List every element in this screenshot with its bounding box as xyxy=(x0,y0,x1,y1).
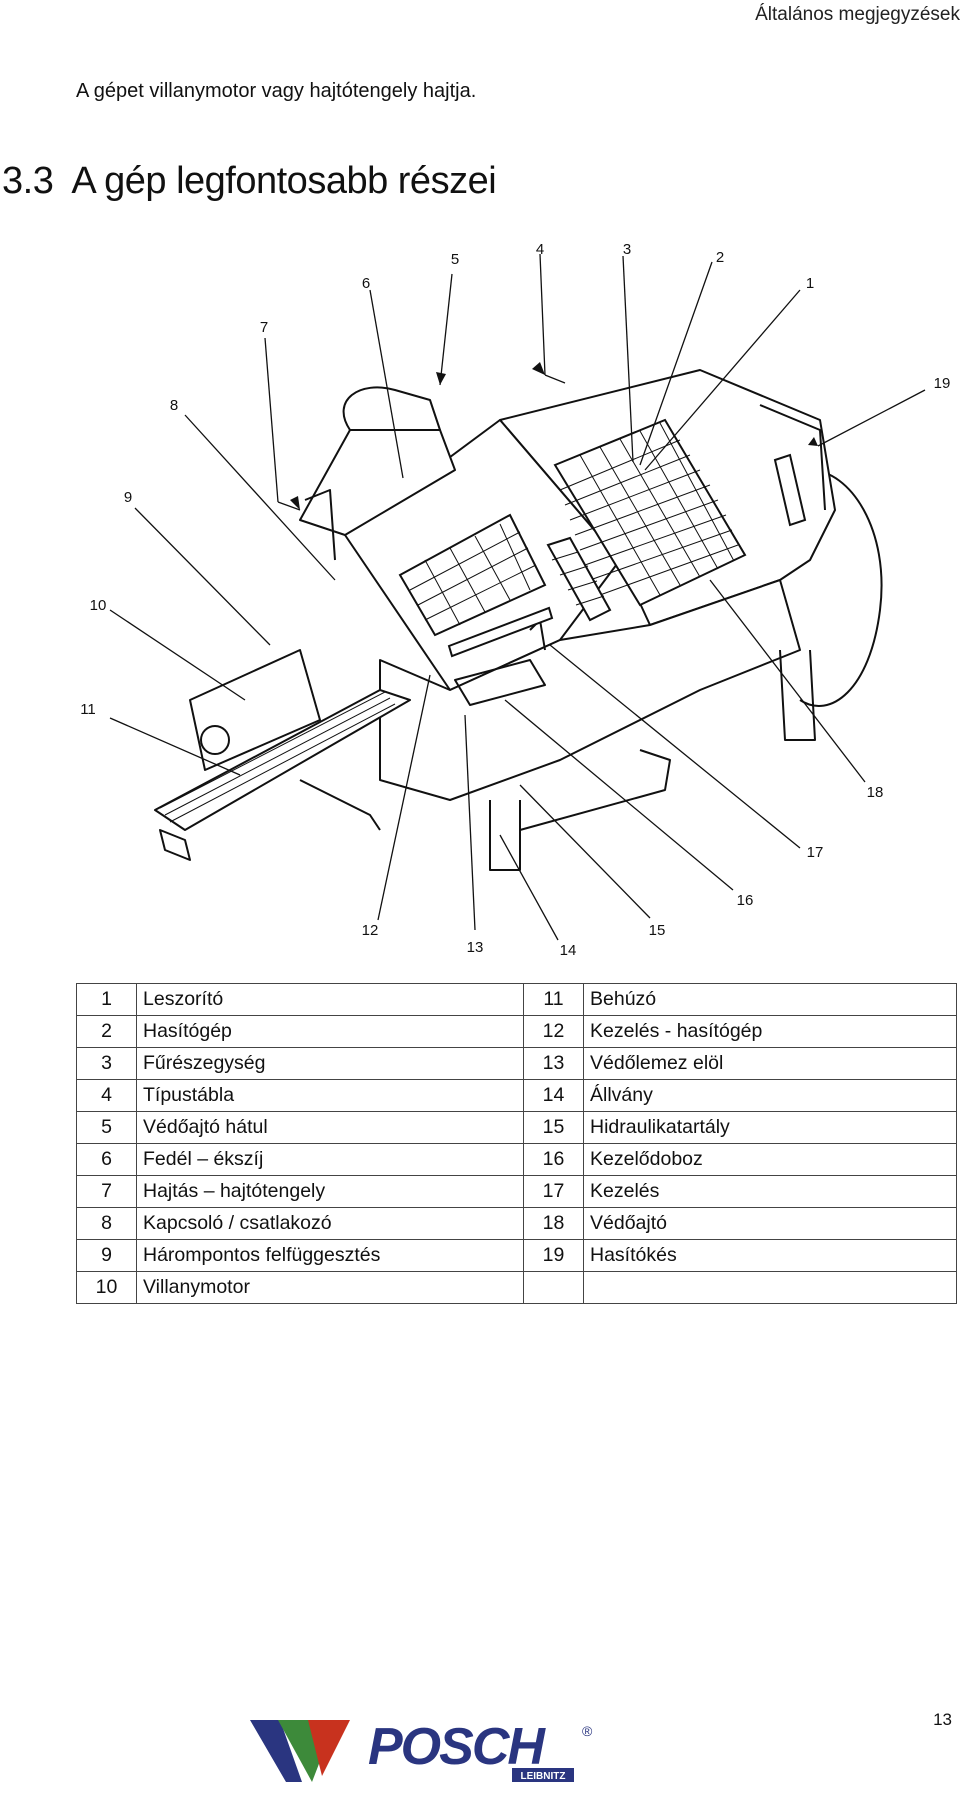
callout-8: 8 xyxy=(170,397,178,414)
page-number: 13 xyxy=(933,1710,952,1729)
part-name: Kezelés xyxy=(583,1175,957,1208)
part-number: 15 xyxy=(523,1111,584,1144)
part-name: Fűrészegység xyxy=(136,1047,524,1080)
part-name: Hasítókés xyxy=(583,1239,957,1272)
part-number: 19 xyxy=(523,1239,584,1272)
part-number: 13 xyxy=(523,1047,584,1080)
part-name: Behúzó xyxy=(583,983,957,1016)
callout-19: 19 xyxy=(934,375,951,392)
part-name: Kezelődoboz xyxy=(583,1143,957,1176)
part-name: Hárompontos felfüggesztés xyxy=(136,1239,524,1272)
part-name: Védőlemez elöl xyxy=(583,1047,957,1080)
part-number: 7 xyxy=(76,1175,137,1208)
callout-13: 13 xyxy=(467,939,484,956)
part-name: Kapcsoló / csatlakozó xyxy=(136,1207,524,1240)
callout-17: 17 xyxy=(807,844,824,861)
machine-diagram: 1 2 3 4 5 6 7 8 9 10 11 12 13 14 15 16 1… xyxy=(80,241,950,959)
logo-mark-green xyxy=(278,1720,322,1782)
grille-patterns xyxy=(159,418,807,823)
callout-9: 9 xyxy=(124,489,132,506)
part-name: Állvány xyxy=(583,1079,957,1112)
part-number: 8 xyxy=(76,1207,137,1240)
part-number xyxy=(523,1271,584,1304)
section-header: Általános megjegyzések xyxy=(755,4,960,25)
part-number: 4 xyxy=(76,1079,137,1112)
callout-5: 5 xyxy=(451,251,459,268)
callout-18: 18 xyxy=(867,784,884,801)
callout-11: 11 xyxy=(80,701,96,718)
callout-16: 16 xyxy=(737,892,754,909)
part-number: 6 xyxy=(76,1143,137,1176)
part-number: 18 xyxy=(523,1207,584,1240)
callout-3: 3 xyxy=(623,241,631,258)
callout-14: 14 xyxy=(560,942,577,959)
callout-10: 10 xyxy=(90,597,107,614)
part-name: Védőajtó xyxy=(583,1207,957,1240)
section-number: 3.3 xyxy=(2,160,54,202)
part-number: 12 xyxy=(523,1015,584,1048)
part-number: 5 xyxy=(76,1111,137,1144)
section-title-text: A gép legfontosabb részei xyxy=(71,160,497,202)
part-number: 11 xyxy=(523,983,584,1016)
leader-lines xyxy=(109,253,926,941)
callout-12: 12 xyxy=(362,922,379,939)
part-number: 2 xyxy=(76,1015,137,1048)
callout-labels: 1 2 3 4 5 6 7 8 9 10 11 12 13 14 15 16 1… xyxy=(80,241,950,959)
part-name xyxy=(583,1271,957,1304)
part-name: Leszorító xyxy=(136,983,524,1016)
part-number: 14 xyxy=(523,1079,584,1112)
part-name: Fedél – ékszíj xyxy=(136,1143,524,1176)
registered-mark: ® xyxy=(582,1723,593,1739)
callout-6: 6 xyxy=(362,275,370,292)
part-number: 16 xyxy=(523,1143,584,1176)
part-name: Hajtás – hajtótengely xyxy=(136,1175,524,1208)
page-title: 3.3 A gép legfontosabb részei xyxy=(2,160,497,203)
logo-mark-red xyxy=(308,1720,350,1776)
part-name: Hidraulikatartály xyxy=(583,1111,957,1144)
callout-2: 2 xyxy=(716,249,724,266)
part-name: Típustábla xyxy=(136,1079,524,1112)
part-number: 3 xyxy=(76,1047,137,1080)
part-name: Kezelés - hasítógép xyxy=(583,1015,957,1048)
logo-subtext: LEIBNITZ xyxy=(521,1771,566,1782)
part-number: 10 xyxy=(76,1271,137,1304)
part-number: 17 xyxy=(523,1175,584,1208)
logo-subtext-bar xyxy=(512,1768,574,1782)
intro-text: A gépet villanymotor vagy hajtótengely h… xyxy=(76,80,477,102)
posch-logo: POSCH LEIBNITZ ® xyxy=(250,1718,593,1782)
callout-1: 1 xyxy=(806,275,814,292)
callout-15: 15 xyxy=(649,922,666,939)
part-name: Villanymotor xyxy=(136,1271,524,1304)
part-number: 9 xyxy=(76,1239,137,1272)
part-name: Védőajtó hátul xyxy=(136,1111,524,1144)
leader-arrowheads xyxy=(290,362,818,510)
part-name: Hasítógép xyxy=(136,1015,524,1048)
callout-7: 7 xyxy=(260,319,268,336)
logo-mark-blue xyxy=(250,1720,302,1782)
callout-4: 4 xyxy=(536,241,544,258)
logo-wordmark: POSCH xyxy=(368,1718,546,1776)
part-number: 1 xyxy=(76,983,137,1016)
